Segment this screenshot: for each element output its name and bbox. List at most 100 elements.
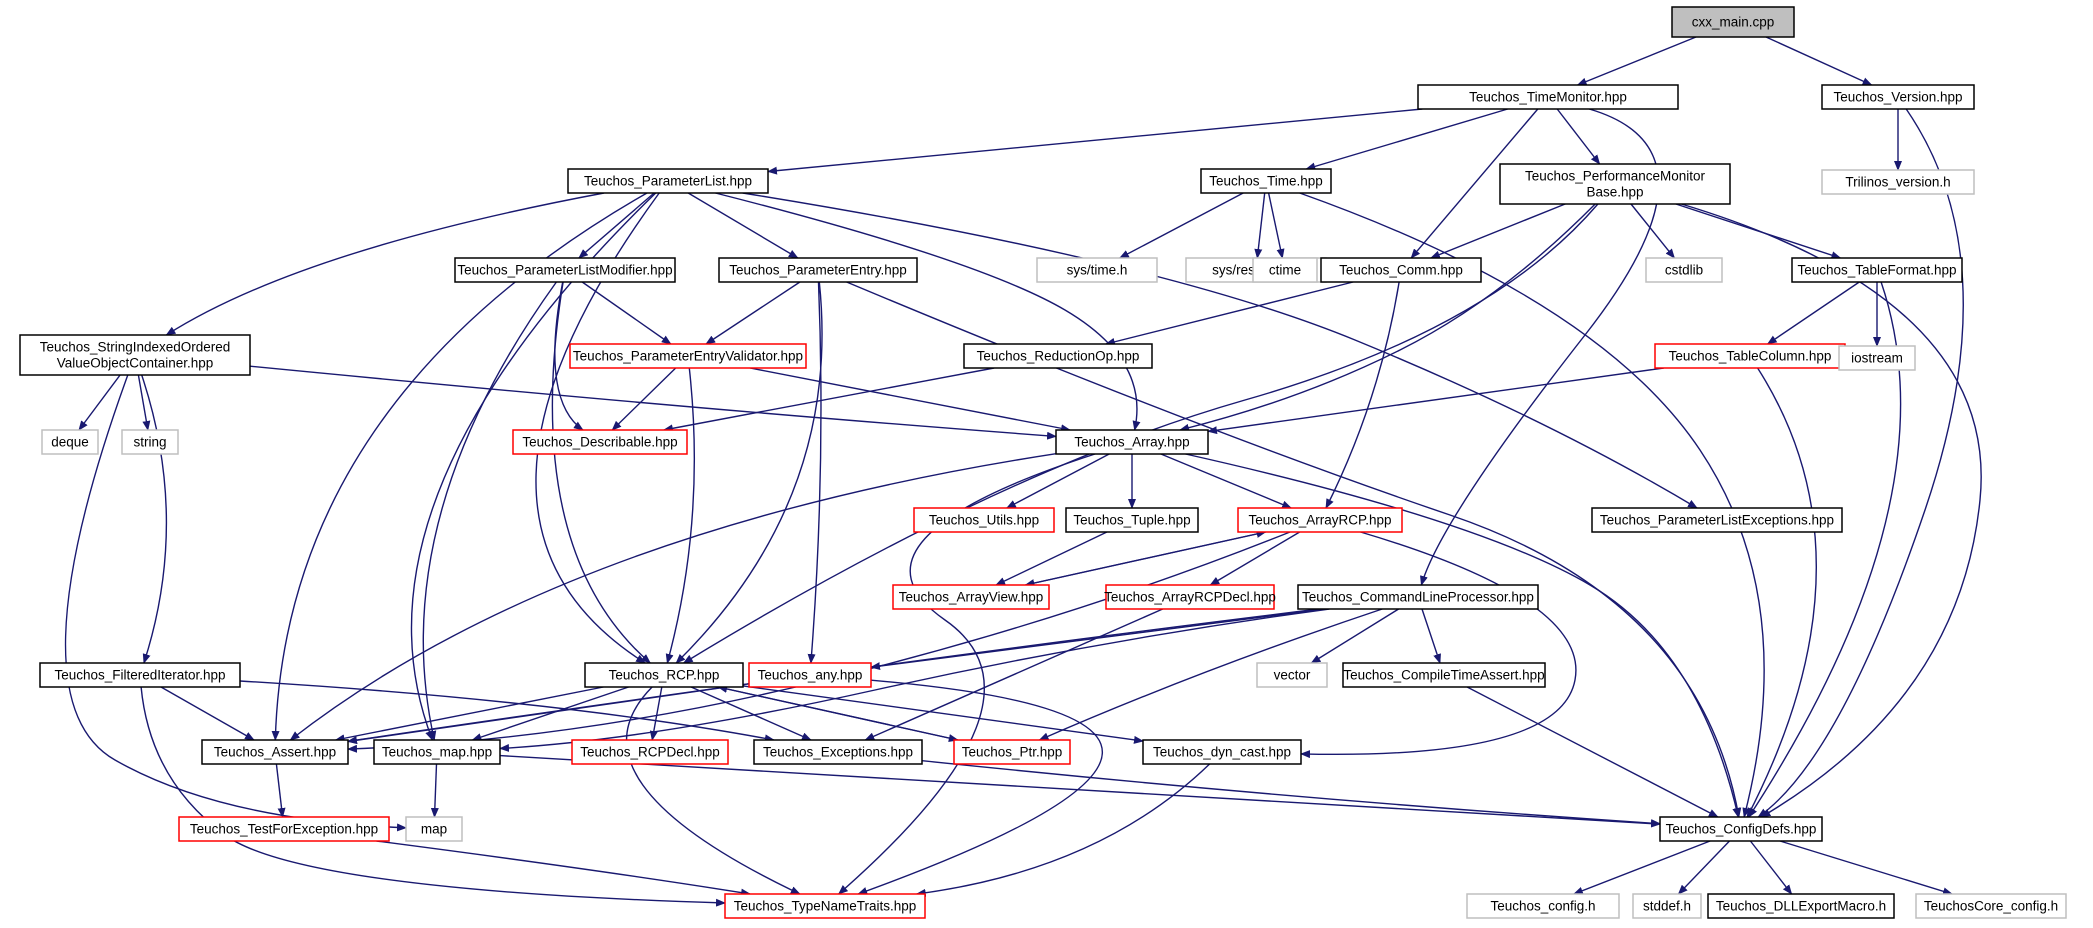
node-typenametraits[interactable]: Teuchos_TypeNameTraits.hpp (724, 893, 926, 919)
node-describable[interactable]: Teuchos_Describable.hpp (512, 429, 688, 455)
node-label: Teuchos_ParameterList.hpp (584, 174, 752, 189)
node-any[interactable]: Teuchos_any.hpp (748, 662, 872, 688)
edge-stringindexed-to-array (249, 365, 1057, 440)
node-box (1654, 343, 1846, 369)
node-peValidator[interactable]: Teuchos_ParameterEntryValidator.hpp (569, 343, 807, 369)
edge-time-to-ctime (1267, 192, 1285, 259)
node-label: map (421, 822, 447, 837)
node-vector[interactable]: vector (1256, 662, 1328, 688)
node-dllexport[interactable]: Teuchos_DLLExportMacro.h (1707, 893, 1895, 919)
node-iostream[interactable]: iostream (1838, 345, 1916, 371)
node-label: TeuchosCore_config.h (1924, 899, 2058, 914)
edge-tuple-to-arrayview (995, 531, 1108, 586)
edge-dyncast-to-typenametraits (915, 763, 1211, 897)
node-ctime[interactable]: ctime (1252, 257, 1318, 283)
node-label: Teuchos_ArrayView.hpp (899, 590, 1044, 605)
node-box (201, 739, 349, 765)
node-map[interactable]: map (405, 816, 463, 842)
node-box (41, 429, 99, 455)
edge-comm-to-reductionop (1104, 281, 1354, 346)
edge-perfmon-to-comm (1429, 203, 1566, 259)
edge-any-to-typenametraits (857, 679, 1103, 895)
edge-arrayrcp-to-assert (347, 531, 1291, 753)
node-rcp[interactable]: Teuchos_RCP.hpp (584, 662, 744, 688)
node-rcpdecl[interactable]: Teuchos_RCPDecl.hpp (571, 739, 729, 765)
node-arrayview[interactable]: Teuchos_ArrayView.hpp (892, 584, 1050, 610)
node-label: Teuchos_Time.hpp (1209, 174, 1323, 189)
node-comm[interactable]: Teuchos_Comm.hpp (1320, 257, 1482, 283)
node-compiletime[interactable]: Teuchos_CompileTimeAssert.hpp (1342, 662, 1546, 688)
node-dyncast[interactable]: Teuchos_dyn_cast.hpp (1142, 739, 1302, 765)
node-box (892, 584, 1050, 610)
edge-parameterlist-to-stringindexed (165, 192, 605, 336)
node-arrayrcpdecl[interactable]: Teuchos_ArrayRCPDecl.hpp (1104, 584, 1276, 610)
edge-configdefs-to-corecfg (1779, 840, 1953, 896)
node-systime[interactable]: sys/time.h (1036, 257, 1158, 283)
node-reductionop[interactable]: Teuchos_ReductionOp.hpp (963, 343, 1153, 369)
edge-arrayview-to-arrayrcp (1025, 530, 1267, 586)
node-testforexc[interactable]: Teuchos_TestForException.hpp (178, 816, 390, 842)
node-label: Teuchos_TypeNameTraits.hpp (734, 899, 917, 914)
node-cstdlib[interactable]: cstdlib (1645, 257, 1723, 283)
node-time[interactable]: Teuchos_Time.hpp (1200, 168, 1332, 194)
edge-any-to-assert (347, 683, 750, 745)
node-config[interactable]: Teuchos_config.h (1466, 893, 1620, 919)
node-corecfg[interactable]: TeuchosCore_config.h (1915, 893, 2067, 919)
node-label: Teuchos_ConfigDefs.hpp (1666, 822, 1817, 837)
node-string[interactable]: string (121, 429, 179, 455)
node-version[interactable]: Teuchos_Version.hpp (1821, 84, 1975, 110)
edge-assert-to-testforexc (275, 763, 286, 818)
node-label: Teuchos_FilteredIterator.hpp (54, 668, 225, 683)
node-box (571, 739, 729, 765)
node-clp[interactable]: Teuchos_CommandLineProcessor.hpp (1297, 584, 1539, 610)
node-box (1237, 507, 1403, 533)
node-trilinos_version[interactable]: Trilinos_version.h (1821, 169, 1975, 195)
node-label: sys/time.h (1067, 263, 1128, 278)
edge-configdefs-to-dllexport (1749, 840, 1793, 895)
node-configdefs[interactable]: Teuchos_ConfigDefs.hpp (1659, 816, 1823, 842)
node-label: Teuchos_dyn_cast.hpp (1153, 745, 1291, 760)
edge-filtered-to-assert (160, 686, 255, 741)
node-cxx_main[interactable]: cxx_main.cpp (1671, 6, 1795, 38)
node-deque[interactable]: deque (41, 429, 99, 455)
node-filtered[interactable]: Teuchos_FilteredIterator.hpp (39, 662, 241, 688)
node-timemonitor[interactable]: Teuchos_TimeMonitor.hpp (1417, 84, 1679, 110)
edge-timemonitor-to-perfmon (1556, 108, 1601, 165)
node-label: ValueObjectContainer.hpp (57, 356, 214, 371)
edge-tmap-to-map (430, 763, 439, 818)
node-plmodifier[interactable]: Teuchos_ParameterListModifier.hpp (454, 257, 676, 283)
node-arrayrcp[interactable]: Teuchos_ArrayRCP.hpp (1237, 507, 1403, 533)
node-plexceptions[interactable]: Teuchos_ParameterListExceptions.hpp (1591, 507, 1843, 533)
node-label: Teuchos_ParameterEntry.hpp (729, 263, 907, 278)
node-label: Teuchos_ParameterListExceptions.hpp (1600, 513, 1834, 528)
node-tableformat[interactable]: Teuchos_TableFormat.hpp (1791, 257, 1963, 283)
node-assert[interactable]: Teuchos_Assert.hpp (201, 739, 349, 765)
edge-layer (64, 36, 1982, 907)
node-box (405, 816, 463, 842)
node-stringindexed[interactable]: Teuchos_StringIndexedOrderedValueObjectC… (19, 334, 251, 376)
node-exceptions[interactable]: Teuchos_Exceptions.hpp (753, 739, 923, 765)
node-utils[interactable]: Teuchos_Utils.hpp (913, 507, 1055, 533)
node-label: ctime (1269, 263, 1301, 278)
node-box (569, 343, 807, 369)
node-ptr[interactable]: Teuchos_Ptr.hpp (953, 739, 1071, 765)
node-tablecolumn[interactable]: Teuchos_TableColumn.hpp (1654, 343, 1846, 369)
node-tmap[interactable]: Teuchos_map.hpp (373, 739, 501, 765)
node-stddef[interactable]: stddef.h (1632, 893, 1702, 919)
node-box (1342, 662, 1546, 688)
node-tuple[interactable]: Teuchos_Tuple.hpp (1065, 507, 1199, 533)
node-box (1297, 584, 1539, 610)
edge-plmodifier-to-tmap (422, 281, 557, 741)
node-array[interactable]: Teuchos_Array.hpp (1055, 429, 1209, 455)
edge-array-to-utils (1005, 453, 1110, 509)
node-paramentry[interactable]: Teuchos_ParameterEntry.hpp (718, 257, 918, 283)
node-parameterlist[interactable]: Teuchos_ParameterList.hpp (567, 168, 769, 194)
node-label: Teuchos_ParameterEntryValidator.hpp (573, 349, 803, 364)
node-box (1707, 893, 1895, 919)
node-label: stddef.h (1643, 899, 1691, 914)
node-label: Teuchos_Array.hpp (1074, 435, 1189, 450)
edge-parameterlist-to-plmodifier (578, 192, 655, 259)
node-box (1821, 169, 1975, 195)
edge-cxx_main-to-version (1765, 36, 1873, 86)
